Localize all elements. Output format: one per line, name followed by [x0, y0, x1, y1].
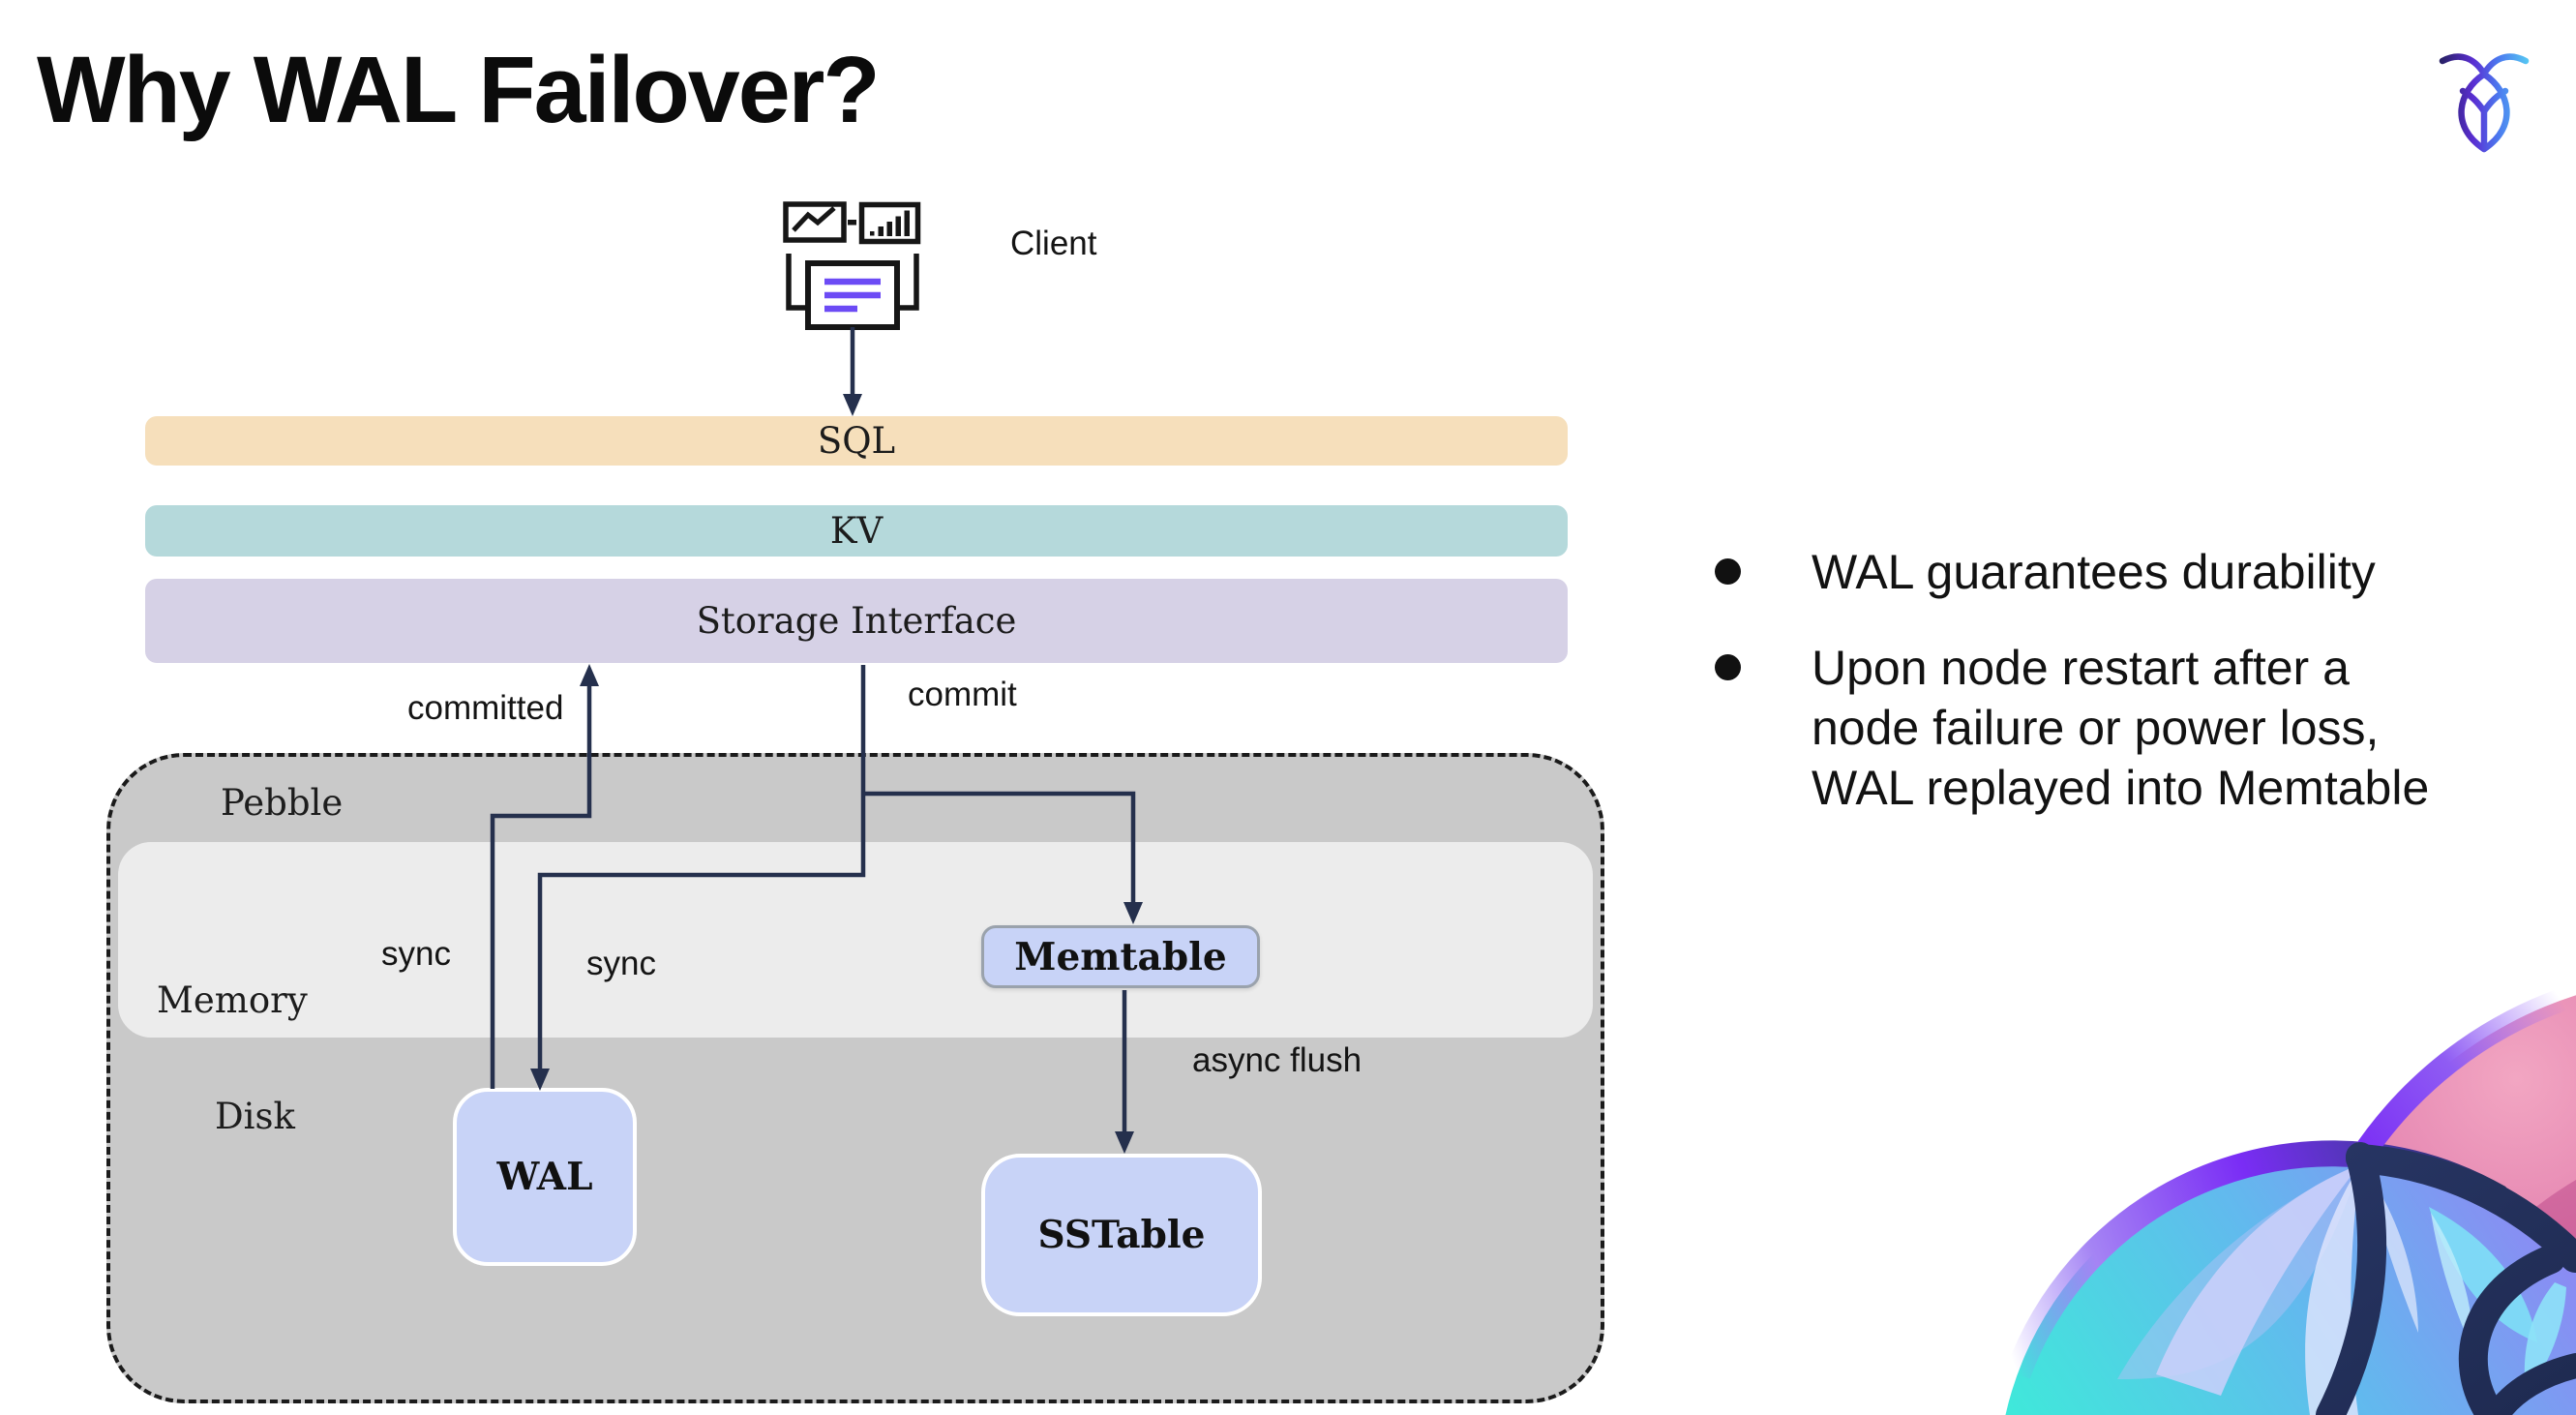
- disk-label: Disk: [215, 1096, 295, 1137]
- wal-node: WAL: [453, 1088, 637, 1266]
- bullet-dot-icon: [1715, 558, 1741, 585]
- layer-storage-interface: Storage Interface: [145, 579, 1568, 663]
- bullet-item: Upon node restart after a node failure o…: [1715, 638, 2429, 818]
- brand-flourish-graphic: [2005, 988, 2576, 1415]
- layer-sql: SQL: [145, 416, 1568, 466]
- cockroachdb-logo: [2439, 53, 2530, 153]
- memory-label: Memory: [157, 979, 308, 1021]
- page-title: Why WAL Failover?: [37, 37, 881, 142]
- bullet-text-line: node failure or power loss,: [1812, 701, 2380, 755]
- bullet-item: WAL guarantees durability: [1715, 542, 2376, 602]
- sstable-node: SSTable: [981, 1154, 1262, 1316]
- bullet-dot-icon: [1715, 654, 1741, 680]
- layer-kv: KV: [145, 505, 1568, 557]
- bullet-text: WAL guarantees durability: [1812, 545, 2376, 599]
- sync-left-label: sync: [381, 935, 451, 973]
- memory-band: [118, 842, 1593, 1038]
- committed-label: committed: [407, 689, 564, 727]
- sync-right-label: sync: [586, 945, 656, 982]
- async-flush-label: async flush: [1192, 1041, 1363, 1079]
- bullet-text-line: Upon node restart after a: [1812, 641, 2350, 695]
- commit-label: commit: [908, 676, 1017, 713]
- client-label: Client: [1010, 225, 1097, 262]
- bullet-text-line: WAL replayed into Memtable: [1812, 761, 2430, 815]
- memtable-node: Memtable: [981, 925, 1260, 988]
- client-icon: [783, 201, 921, 330]
- document-lines-icon: [824, 278, 881, 313]
- pebble-label: Pebble: [221, 782, 344, 824]
